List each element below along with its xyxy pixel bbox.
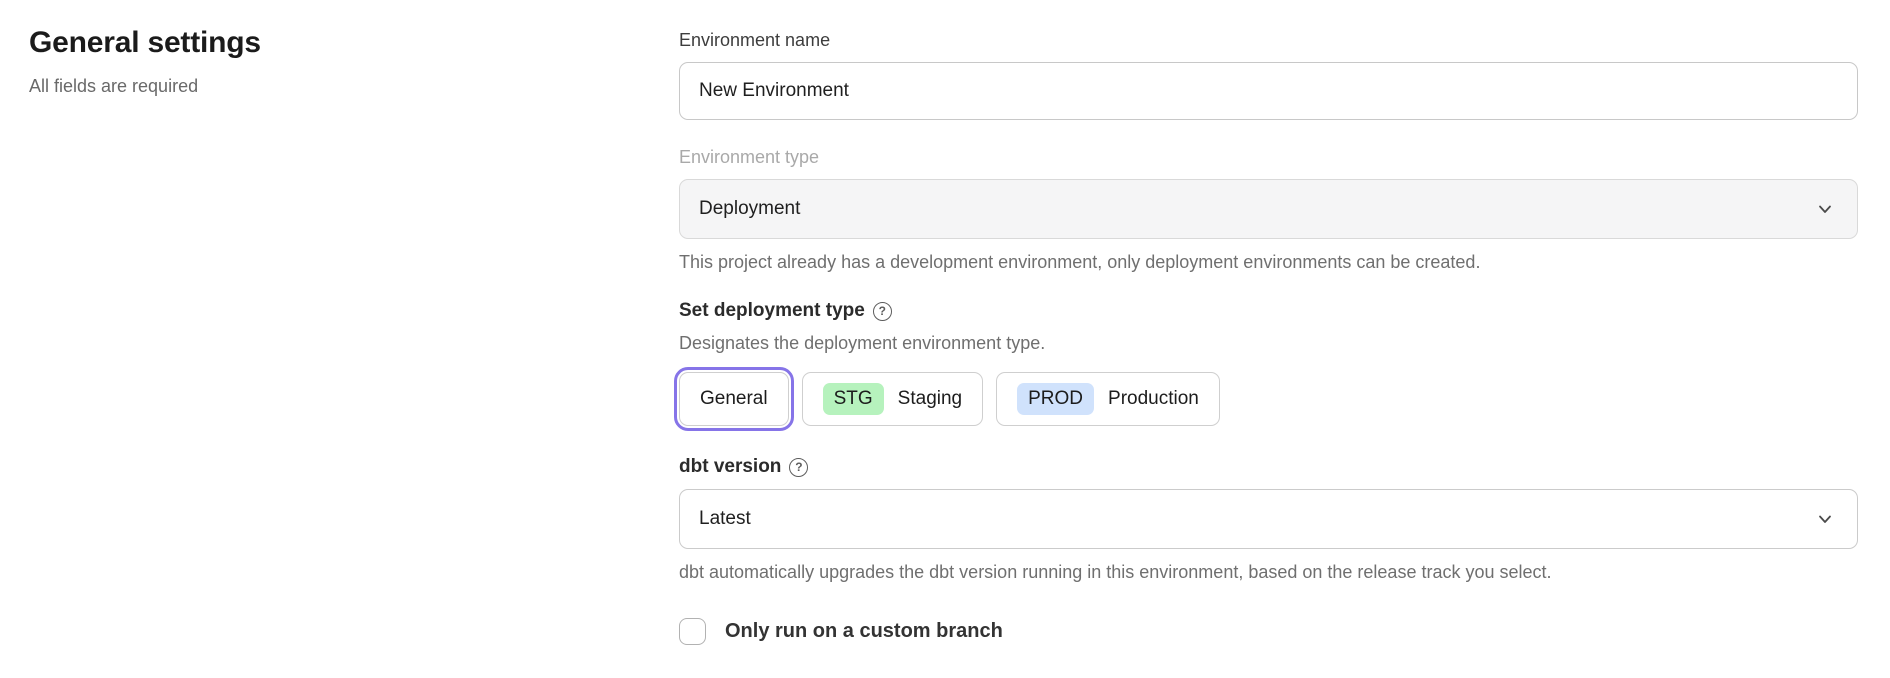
deployment-type-label-text: Set deployment type [679, 300, 865, 321]
chevron-down-icon [1815, 509, 1835, 529]
environment-type-value: Deployment [699, 198, 801, 219]
environment-name-label: Environment name [679, 30, 831, 50]
deployment-type-staging-button[interactable]: STG Staging [801, 372, 984, 426]
deployment-type-label: Set deployment type ? [679, 300, 1858, 322]
staging-button-label: Staging [897, 388, 963, 409]
environment-settings-form: Environment name Environment type Deploy… [674, 30, 1858, 645]
dbt-version-label-text: dbt version [679, 456, 782, 477]
custom-branch-checkbox[interactable] [679, 618, 706, 645]
environment-type-helper: This project already has a development e… [679, 252, 1481, 272]
custom-branch-row: Only run on a custom branch [679, 618, 1858, 645]
dbt-version-helper: dbt automatically upgrades the dbt versi… [679, 562, 1552, 582]
production-badge: PROD [1017, 383, 1095, 415]
dbt-version-select[interactable]: Latest [679, 489, 1858, 549]
dbt-version-label: dbt version ? [679, 456, 1858, 478]
custom-branch-label[interactable]: Only run on a custom branch [725, 620, 1003, 642]
page-title: General settings [29, 26, 261, 59]
environment-type-field: Environment type Deployment This project… [679, 147, 1858, 273]
dbt-version-value: Latest [699, 508, 751, 529]
environment-name-input[interactable] [679, 62, 1858, 120]
environment-type-label: Environment type [679, 147, 820, 167]
settings-header: General settings All fields are required [29, 26, 589, 97]
production-button-label: Production [1108, 388, 1199, 409]
deployment-type-production-button[interactable]: PROD Production [996, 372, 1220, 426]
deployment-type-field: Set deployment type ? Designates the dep… [674, 300, 1858, 431]
deployment-type-description: Designates the deployment environment ty… [679, 333, 1046, 353]
chevron-down-icon [1815, 199, 1835, 219]
help-icon[interactable]: ? [872, 301, 892, 321]
deployment-type-general-button[interactable]: General [674, 367, 794, 431]
environment-type-select: Deployment [679, 179, 1858, 239]
environment-name-field: Environment name [679, 30, 1858, 120]
page-subtitle: All fields are required [29, 76, 199, 96]
deployment-type-options: General STG Staging PROD Production [674, 367, 1858, 431]
staging-badge: STG [822, 383, 884, 415]
general-button-label: General [700, 388, 768, 409]
dbt-version-field: dbt version ? Latest dbt automatically u… [679, 456, 1858, 583]
help-icon[interactable]: ? [789, 457, 809, 477]
